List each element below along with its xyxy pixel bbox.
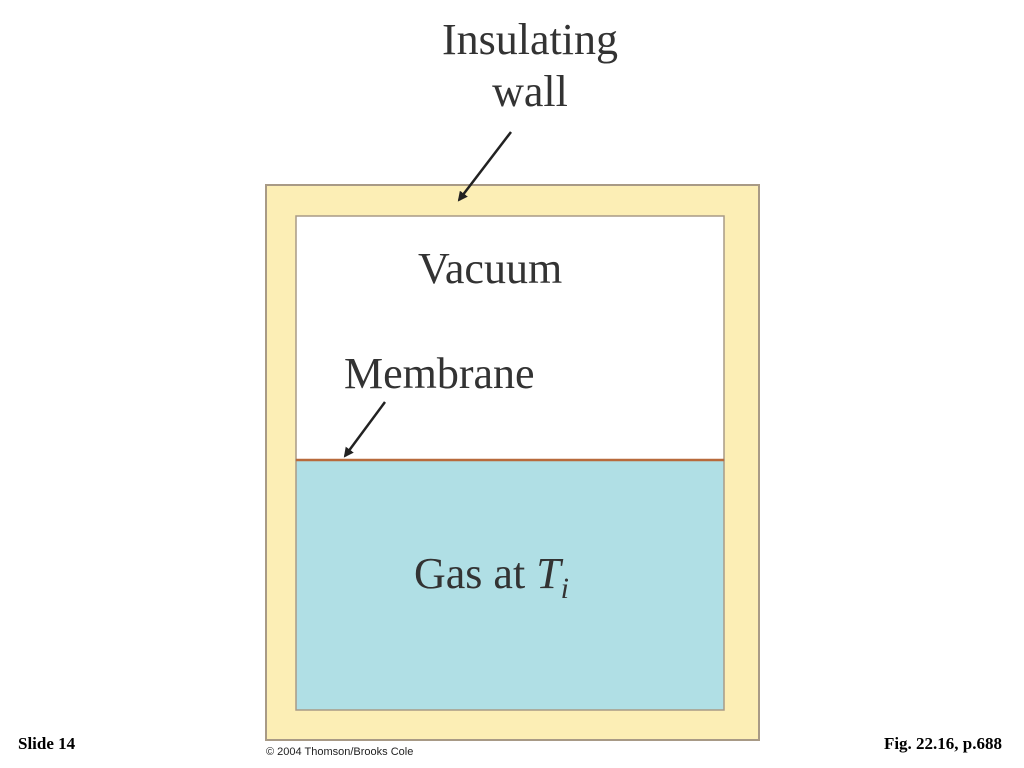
vacuum-label: Vacuum [418, 244, 563, 293]
insulating-wall-label-line1: Insulating [442, 15, 618, 64]
insulating-wall-label: Insulating wall [410, 14, 650, 118]
vacuum-region [295, 215, 725, 461]
wall-arrow [457, 131, 512, 202]
figure-reference: Fig. 22.16, p.688 [883, 734, 1002, 753]
insulating-wall-label-line2: wall [492, 67, 568, 116]
gas-label-prefix: Gas at [414, 549, 537, 598]
copyright-notice: © 2004 Thomson/Brooks Cole [266, 746, 414, 758]
temperature-subscript: i [560, 572, 570, 605]
gas-temperature-label: Gas at Ti [414, 552, 569, 604]
membrane-label: Membrane [344, 349, 535, 398]
slide-number: Slide 14 [18, 734, 76, 753]
membrane-arrow [343, 401, 387, 458]
temperature-symbol: T [536, 549, 561, 598]
gas-region [295, 459, 725, 711]
